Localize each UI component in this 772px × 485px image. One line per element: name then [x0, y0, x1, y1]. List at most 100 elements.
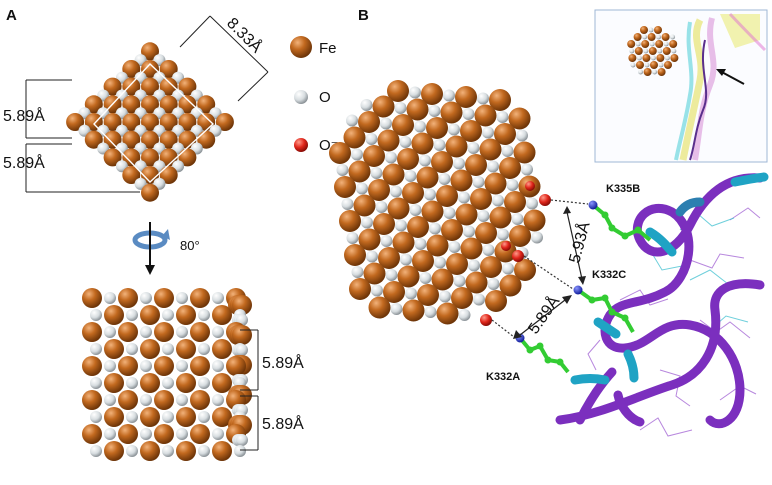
- residue-label-k332c: K332C: [592, 269, 626, 281]
- fe-atom: [640, 26, 648, 34]
- o-minus-sphere-icon: [294, 138, 308, 152]
- fe-atom: [212, 407, 232, 427]
- o-atom: [140, 394, 152, 406]
- o-atom: [126, 445, 138, 457]
- fe-atom: [104, 373, 124, 393]
- o-atom: [424, 306, 437, 318]
- fe-atom: [344, 244, 366, 266]
- side-spacing-brackets: [240, 329, 259, 451]
- fe-atom: [421, 83, 443, 105]
- fe-atom: [154, 390, 174, 410]
- o-atom: [366, 250, 378, 263]
- fe-atom: [140, 339, 160, 359]
- o-atom: [104, 292, 116, 304]
- fe-atom: [392, 114, 414, 136]
- fe-atom: [190, 424, 210, 444]
- o-atom: [126, 343, 138, 355]
- o-atom: [126, 411, 138, 423]
- o-atom: [371, 284, 383, 297]
- fe-atom: [485, 290, 507, 312]
- fe-atom: [508, 107, 531, 130]
- o-atom: [443, 207, 456, 219]
- o-atom: [658, 62, 664, 68]
- o-atom: [341, 198, 354, 210]
- o-atom: [473, 293, 485, 306]
- fe-atom: [176, 305, 196, 325]
- fe-atom: [232, 325, 252, 345]
- o-atom: [176, 394, 188, 406]
- fe-atom: [383, 281, 405, 303]
- residue-label-k335b: K335B: [606, 183, 640, 195]
- o-minus-atom: [539, 194, 551, 206]
- distance-label-lower: 5.89Å: [524, 292, 564, 337]
- o-atom: [526, 197, 538, 210]
- side-spacing-label-2: 5.89Å: [262, 414, 304, 433]
- fe-atom: [642, 54, 651, 62]
- o-atom: [636, 55, 642, 61]
- fe-atom: [84, 130, 103, 149]
- fe-atom: [656, 54, 665, 62]
- o-atom: [409, 204, 422, 216]
- fe-atom: [82, 356, 102, 376]
- o-atom: [492, 194, 504, 207]
- o-atom: [649, 41, 655, 47]
- o-atom: [140, 292, 152, 304]
- fe-atom: [661, 33, 670, 41]
- o-atom: [521, 163, 533, 176]
- rotation-angle-label: 80°: [180, 238, 200, 253]
- fe-atom: [465, 154, 487, 176]
- o-atom: [462, 108, 475, 120]
- o-minus-atom: [512, 250, 524, 262]
- o-atom: [361, 216, 373, 229]
- top-spacing-label-1: 5.89Å: [3, 106, 45, 125]
- o-atom: [453, 157, 465, 170]
- o-atom: [656, 34, 662, 40]
- fe-atom: [141, 183, 159, 202]
- o-atom: [385, 269, 398, 281]
- o-atom: [198, 411, 210, 423]
- o-atom: [385, 151, 397, 164]
- fe-atom: [84, 95, 103, 114]
- o-atom: [140, 360, 152, 372]
- o-atom: [198, 309, 210, 321]
- fe-atom: [82, 390, 102, 410]
- o-minus-atom: [525, 181, 535, 191]
- fe-atom: [159, 60, 178, 78]
- fe-atom: [509, 225, 531, 247]
- fe-atom: [412, 250, 434, 272]
- fe-atom: [141, 60, 159, 78]
- fe-atom: [122, 166, 141, 184]
- fe-atom: [159, 166, 178, 184]
- o-atom: [664, 55, 670, 61]
- oxygen-anions: [480, 181, 551, 326]
- fe-atom: [212, 373, 232, 393]
- side-spacing-label-1: 5.89Å: [262, 353, 304, 372]
- fe-atom: [513, 141, 536, 164]
- o-atom: [467, 142, 480, 154]
- fe-atom: [647, 33, 656, 41]
- fe-atom: [103, 77, 122, 96]
- fe-atom: [431, 151, 453, 173]
- o-atom: [375, 201, 388, 213]
- distance-label-upper: 5.93Å: [565, 219, 594, 265]
- o-atom: [497, 228, 509, 241]
- fe-atom: [215, 113, 234, 131]
- o-atom: [644, 62, 650, 68]
- o-atom: [162, 343, 174, 355]
- fe-atom: [378, 247, 400, 269]
- o-atom: [404, 170, 417, 182]
- o-atom: [630, 62, 636, 68]
- fe-atom: [329, 142, 351, 164]
- fe-atom: [455, 203, 478, 226]
- fe-atom: [122, 130, 141, 149]
- fe-atom: [159, 113, 178, 131]
- fe-atom: [66, 113, 85, 131]
- fe-atom: [140, 373, 160, 393]
- o-atom: [487, 278, 500, 290]
- o-atom: [198, 377, 210, 389]
- fe-atom: [178, 113, 197, 131]
- fe-atom: [628, 54, 637, 62]
- o-atom: [419, 154, 431, 167]
- o-atom: [236, 344, 248, 356]
- fe-atom: [84, 113, 103, 131]
